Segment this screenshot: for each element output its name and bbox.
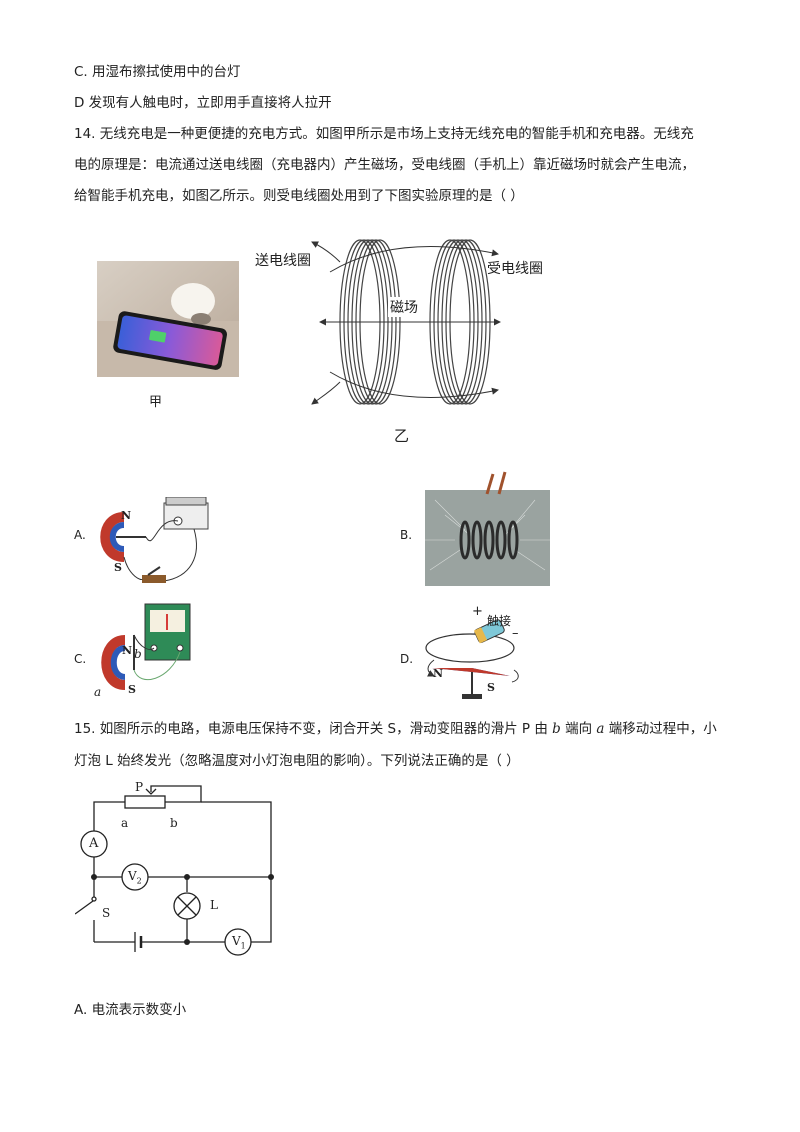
q15-line-2: 灯泡 L 始终发光（忽略温度对小灯泡电阻的影响）。下列说法正确的是（ ） (74, 753, 520, 769)
option-a-n: N (121, 509, 132, 522)
option-d-minus: – (512, 626, 519, 641)
option-c-b: b (134, 647, 142, 661)
q14-line-3: 给智能手机充电，如图乙所示。则受电线圈处用到了下图实验原理的是（ ） (74, 188, 524, 204)
option-d-touch: 触接 (487, 614, 512, 628)
lamp-label: L (210, 898, 218, 912)
option-d-n: N (433, 667, 444, 680)
circuit-a-label: a (121, 816, 129, 830)
ammeter-label: A (89, 836, 99, 851)
q14-option-b-label: B. (400, 528, 413, 542)
q15-option-a: A. 电流表示数变小 (74, 1002, 187, 1018)
option-c-a: a (94, 685, 102, 699)
q14-option-a-label: A. (74, 528, 86, 542)
option-b-figure (425, 470, 550, 586)
voltmeter-v2-label: V2 (128, 869, 142, 886)
figure-yi-coils (250, 232, 570, 412)
option-d-plus: + (472, 604, 483, 619)
q14-line-2: 电的原理是：电流通过送电线圈（充电器内）产生磁场，受电线圈（手机上）靠近磁场时就… (74, 157, 695, 173)
q15-circuit (74, 780, 285, 960)
option-d-s: S (487, 681, 495, 694)
option-c-n: N (122, 644, 133, 657)
circuit-b-label: b (170, 816, 178, 830)
coil-recv-label: 受电线圈 (487, 261, 543, 277)
circuit-p-label: P (135, 780, 144, 794)
switch-label: S (102, 906, 111, 920)
option-c-prev: C. 用湿布擦拭使用中的台灯 (74, 64, 241, 80)
figure-yi-caption: 乙 (394, 427, 410, 445)
option-d-figure (420, 610, 530, 705)
option-a-s: S (114, 561, 122, 574)
q14-line-1: 14. 无线充电是一种更便捷的充电方式。如图甲所示是市场上支持无线充电的智能手机… (74, 126, 694, 142)
figure-jia-photo (97, 261, 239, 377)
option-a-figure (94, 496, 214, 591)
figure-jia-caption: 甲 (149, 395, 163, 410)
q14-option-d-label: D. (400, 652, 414, 666)
q15-line-1: 15. 如图所示的电路，电源电压保持不变，闭合开关 S，滑动变阻器的滑片 P 由… (74, 721, 717, 737)
option-d-prev: D 发现有人触电时，立即用手直接将人拉开 (74, 95, 332, 111)
voltmeter-v1-label: V1 (232, 934, 246, 951)
option-c-s: S (128, 683, 136, 696)
coil-send-label: 送电线圈 (255, 253, 311, 269)
field-label: 磁场 (388, 297, 420, 317)
q14-option-c-label: C. (74, 652, 87, 666)
option-c-figure (90, 600, 200, 700)
